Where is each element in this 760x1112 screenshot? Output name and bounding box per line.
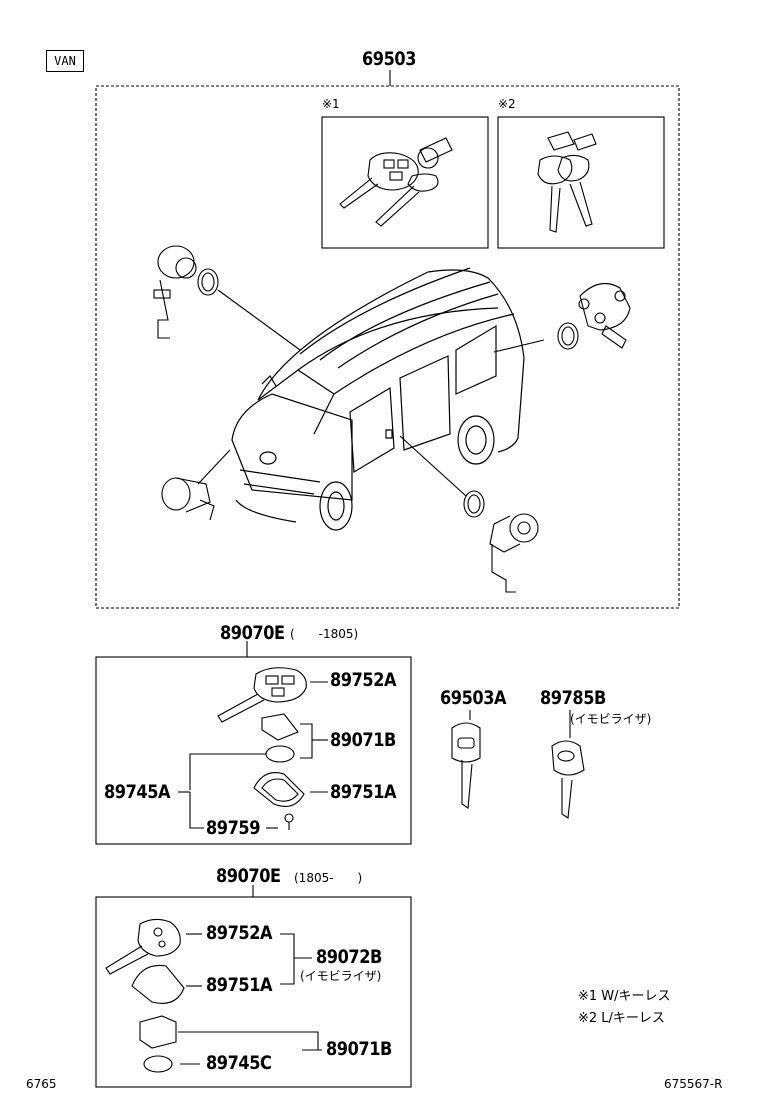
door-lock-cylinder-right — [489, 513, 539, 593]
callout2-89745C: 89745C — [206, 1052, 272, 1074]
group2-battery — [143, 1055, 173, 1073]
lock-ring-back — [557, 322, 579, 350]
subbox1-mark: ※1 — [322, 97, 340, 111]
lock-ring-left — [197, 268, 219, 296]
callout2-89752A: 89752A — [206, 922, 273, 944]
group2-key-illustration — [105, 918, 181, 975]
group2-note: (イモビライザ) — [300, 969, 382, 983]
part-89785B: 89785B — [540, 687, 606, 709]
group2-range: (1805- ) — [294, 871, 363, 885]
callout-89759: 89759 — [206, 817, 261, 839]
callout2-89071B: 89071B — [326, 1038, 392, 1060]
assembly-part-no: 69503 — [362, 48, 417, 70]
subbox2-mark: ※2 — [498, 97, 516, 111]
group1-transmitter — [261, 713, 299, 741]
part-69503A: 69503A — [440, 687, 507, 709]
keyless-l-box — [497, 116, 665, 249]
callout2-89072B: 89072B — [316, 946, 382, 968]
group2-transmitter — [139, 1015, 177, 1049]
legend-line-2: ※2 L/キーレス — [578, 1011, 665, 1026]
assembly-frame — [95, 85, 680, 609]
group1-part-no: 89070E — [220, 622, 285, 644]
group1-key-illustration — [217, 667, 307, 723]
van-illustration — [231, 267, 525, 531]
variant-tag: VAN — [46, 50, 84, 72]
callout-89071B: 89071B — [330, 729, 396, 751]
group1-range: ( -1805) — [290, 627, 359, 641]
group1-battery — [265, 745, 295, 763]
callout-89752A: 89752A — [330, 669, 397, 691]
callout2-89751A: 89751A — [206, 974, 273, 996]
group2-part-no: 89070E — [216, 865, 281, 887]
footer-right-code: 675567-R — [664, 1077, 723, 1091]
keyless-w-box — [321, 116, 489, 249]
key-89785B-illustration — [551, 710, 585, 819]
key-fob-illustration — [339, 137, 453, 227]
part-89785B-note: (イモビライザ) — [570, 712, 652, 726]
lock-ring-right — [463, 490, 485, 518]
legend-line-1: ※1 W/キーレス — [578, 989, 671, 1004]
footer-left-code: 6765 — [26, 1077, 57, 1091]
callout-89745A: 89745A — [104, 781, 171, 803]
key-set-illustration — [537, 131, 597, 233]
group1-key-case — [253, 772, 305, 807]
key-69503A-illustration — [451, 710, 481, 809]
group1-screw — [284, 813, 294, 823]
ignition-lock-cylinder — [161, 477, 215, 521]
back-door-lock — [578, 282, 631, 349]
group2-key-case — [131, 964, 185, 1004]
callout-89751A: 89751A — [330, 781, 397, 803]
key-group-1-box — [95, 656, 412, 845]
door-lock-cylinder-left — [153, 245, 197, 339]
